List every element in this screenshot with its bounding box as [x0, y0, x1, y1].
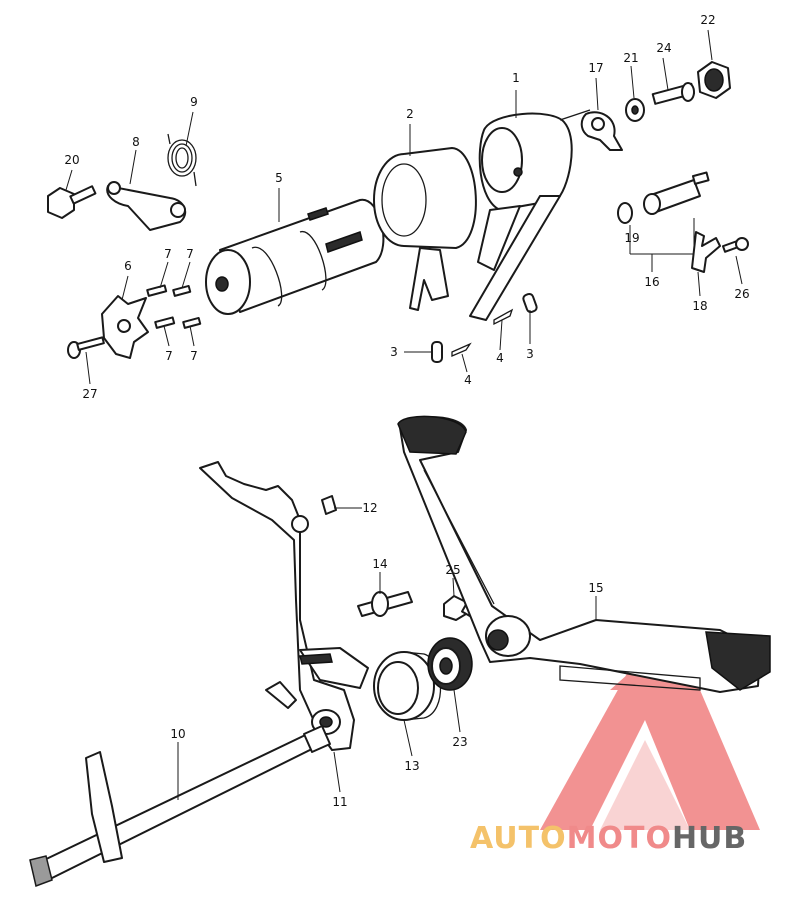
- leader-lines: [65, 29, 743, 800]
- callout-3: 3: [390, 345, 398, 359]
- callout-8: 8: [132, 135, 140, 149]
- part-7-screws: [146, 284, 202, 329]
- part-17-plate: [580, 111, 623, 151]
- part-4-clip: [451, 342, 472, 357]
- callout-7: 7: [190, 349, 198, 363]
- callout-3: 3: [526, 347, 534, 361]
- callout-21: 21: [623, 51, 638, 65]
- callout-7: 7: [164, 247, 172, 261]
- part-23-bearing: [427, 637, 473, 691]
- callout-25: 25: [445, 563, 460, 577]
- callout-15: 15: [588, 581, 603, 595]
- callout-17: 17: [588, 61, 603, 75]
- callout-16: 16: [644, 275, 659, 289]
- callout-9: 9: [190, 95, 198, 109]
- callout-4: 4: [464, 373, 472, 387]
- callout-6: 6: [124, 259, 132, 273]
- callout-19: 19: [624, 231, 639, 245]
- part-12-clip: [321, 495, 337, 515]
- part-18-bracket: [691, 231, 721, 273]
- part-26-screw: [721, 237, 749, 253]
- callout-1: 1: [512, 71, 520, 85]
- part-20-bolt: [47, 185, 97, 219]
- callout-7: 7: [165, 349, 173, 363]
- callout-14: 14: [372, 557, 387, 571]
- part-3-pin: [431, 341, 443, 363]
- part-16-pin-bolt: [643, 171, 710, 215]
- callout-20: 20: [64, 153, 79, 167]
- callout-4: 4: [496, 351, 504, 365]
- watermark-text: AUTOMOTOHUB: [470, 821, 747, 856]
- part-19-circlip: [617, 202, 633, 224]
- callout-7: 7: [186, 247, 194, 261]
- watermark-auto: AUTO: [470, 821, 567, 856]
- callout-26: 26: [734, 287, 749, 301]
- callout-24: 24: [656, 41, 671, 55]
- part-9-spring: [167, 133, 197, 187]
- callout-13: 13: [404, 759, 419, 773]
- callout-22: 22: [700, 13, 715, 27]
- callout-10: 10: [170, 727, 185, 741]
- part-5-shift-drum: [205, 198, 385, 315]
- part-22-cap-nut: [697, 61, 731, 99]
- callout-12: 12: [362, 501, 377, 515]
- callout-27: 27: [82, 387, 97, 401]
- part-24-bolt: [651, 82, 695, 105]
- part-14-pin: [357, 591, 413, 617]
- part-3-pin: [522, 292, 538, 314]
- part-6-star-plate: [101, 295, 149, 359]
- part-1-shift-fork: [469, 109, 591, 321]
- watermark-hub: HUB: [672, 821, 747, 856]
- callout-18: 18: [692, 299, 707, 313]
- part-2-shift-fork: [373, 147, 477, 311]
- part-8-stopper-arm: [106, 181, 187, 231]
- part-4-clip: [493, 308, 514, 326]
- callout-11: 11: [332, 795, 347, 809]
- callout-23: 23: [452, 735, 467, 749]
- callout-2: 2: [406, 107, 414, 121]
- callout-labels: 1 2 3 3 4 4 5 6 7 7 7 7 8 9 10 11 12 13 …: [64, 13, 749, 809]
- callout-5: 5: [275, 171, 283, 185]
- watermark-moto: MOTO: [567, 821, 672, 856]
- part-13-oil-seal: [373, 651, 442, 721]
- part-11-change-arm: [199, 461, 369, 751]
- part-10-shift-spindle: [29, 725, 331, 888]
- part-15-change-pedal: [397, 415, 771, 693]
- part-27-bolt: [67, 336, 105, 359]
